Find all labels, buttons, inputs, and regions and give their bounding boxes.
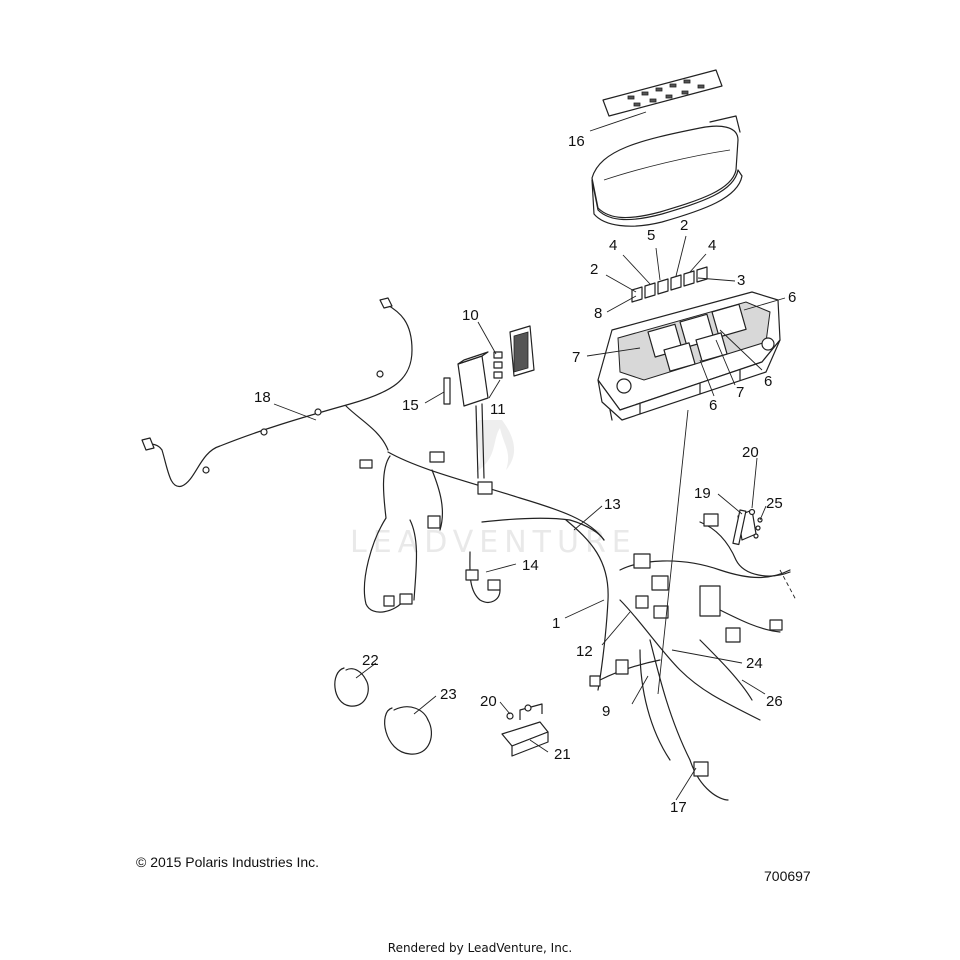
callout-18: 18	[254, 389, 271, 406]
rear-harness-18	[141, 297, 413, 488]
callout-24: 24	[746, 655, 763, 672]
fuse-box-cover-16	[591, 69, 743, 227]
fasteners-19-20-25	[732, 508, 763, 546]
callout-20b: 20	[480, 693, 497, 710]
callout-7b: 7	[736, 384, 744, 401]
callout-1: 1	[552, 615, 560, 632]
rendered-by-credit: Rendered by LeadVenture, Inc.	[387, 941, 573, 955]
main-harness	[359, 451, 609, 691]
callout-6c: 6	[709, 397, 717, 414]
callout-8: 8	[594, 305, 602, 322]
copyright-notice: © 2015 Polaris Industries Inc.	[136, 854, 320, 870]
callout-6a: 6	[788, 289, 796, 306]
watermark-text: LEADVENTURE	[350, 525, 637, 560]
bracket-21	[501, 703, 549, 757]
callout-9: 9	[602, 703, 610, 720]
callout-7a: 7	[572, 349, 580, 366]
callout-6b: 6	[764, 373, 772, 390]
watermark: LEADVENTURE	[350, 420, 637, 560]
callout-leaders	[273, 111, 786, 801]
callout-4b: 4	[708, 237, 716, 254]
callout-11: 11	[490, 401, 506, 418]
callout-5: 5	[647, 227, 655, 244]
callout-3: 3	[737, 272, 745, 289]
callout-23: 23	[440, 686, 457, 703]
fuses-and-relays	[631, 266, 708, 303]
callout-2b: 2	[680, 217, 688, 234]
callout-2a: 2	[590, 261, 598, 278]
callout-labels: 16 4 5 2 4 2 3 8 6 7 6 7 6 10 11 15 18 1…	[254, 133, 796, 816]
callout-4a: 4	[609, 237, 617, 254]
callout-17: 17	[670, 799, 687, 816]
callout-19: 19	[694, 485, 711, 502]
callout-26: 26	[766, 693, 783, 710]
callout-20a: 20	[742, 444, 759, 461]
callout-15: 15	[402, 397, 419, 414]
callout-16: 16	[568, 133, 585, 150]
control-module-group	[443, 325, 535, 479]
callout-21: 21	[554, 746, 571, 763]
cable-loop-22	[334, 667, 369, 707]
callout-13: 13	[604, 496, 621, 513]
callout-22: 22	[362, 652, 379, 669]
callout-14: 14	[522, 557, 539, 574]
callout-12: 12	[576, 643, 593, 660]
fuse-box-base	[597, 291, 781, 421]
callout-25: 25	[766, 495, 783, 512]
cable-loop-23	[384, 706, 432, 755]
callout-10: 10	[462, 307, 479, 324]
figure-number: 700697	[764, 868, 811, 884]
